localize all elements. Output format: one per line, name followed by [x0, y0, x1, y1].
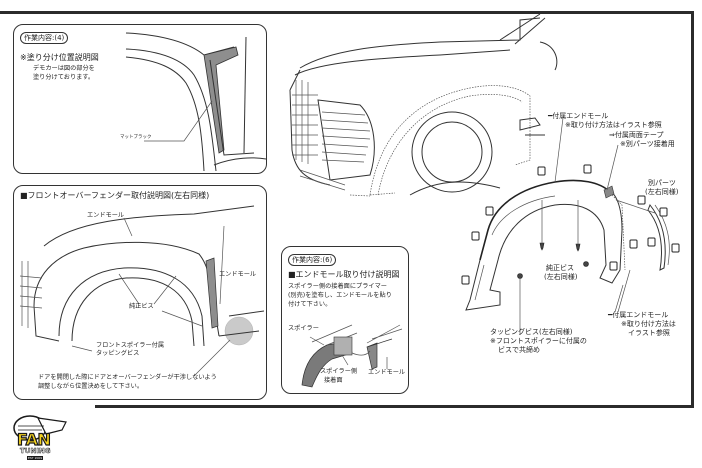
tapping-screw-note-2: ビスで共締め: [498, 346, 540, 354]
separate-part: [647, 204, 666, 271]
end-mold-top-note: ※取り付け方法はイラスト参照: [565, 121, 662, 129]
end-mold-desc-3: 付けて下さい。: [288, 301, 332, 308]
end-mold-desc-2: (別売)を塗布し、エンドモールを貼り: [288, 292, 392, 299]
end-mold-bottom-note-2: イラスト参照: [628, 329, 670, 337]
frame-top-border: [0, 11, 694, 14]
paint-position-panel: 作業内容:(4) ※塗り分け位置説明図 デモカーは図の部分を 塗り分けております…: [13, 24, 267, 174]
end-mold-install-title: ■エンドモール取り付け説明図: [288, 270, 400, 279]
end-mold-label: エンドモール: [368, 369, 406, 376]
end-mold-illustration: [301, 324, 403, 388]
fender-clips: [461, 164, 680, 285]
genuine-screw-label: 純正ビス: [546, 264, 574, 272]
double-sided-tape-label: ⇒付属両面テープ: [609, 131, 664, 139]
screws: [517, 242, 589, 279]
end-mold-bottom-note: ※取り付け方法は: [621, 320, 676, 328]
end-mold-right-callout: エンドモール: [219, 271, 257, 278]
tapping-screw-callout-2: タッピングビス: [96, 350, 140, 357]
frame-right-border: [691, 11, 694, 408]
spoiler-side-label-1: スポイラー側: [320, 368, 358, 375]
paint-position-title: ※塗り分け位置説明図: [20, 53, 99, 62]
paint-position-desc-2: 塗り分けております。: [33, 74, 95, 81]
tapping-screw-note: ※フロントスポイラーに付属の: [490, 337, 587, 345]
front-fender-illustration: [19, 205, 265, 377]
front-fender-title: ■フロントオーバーフェンダー取付説明図(左右同様): [20, 191, 210, 200]
front-over-fender-panel: ■フロントオーバーフェンダー取付説明図(左右同様) エンドモール エンドモール …: [13, 185, 267, 400]
logo-tuning-text: TUNING: [20, 447, 51, 455]
genuine-screw-note: (左右同様): [544, 273, 578, 281]
tapping-screw-label: タッピングビス(左右同様): [490, 328, 573, 336]
grille-drawing: [292, 80, 375, 191]
double-sided-tape-note: ※別パーツ接着用: [620, 140, 675, 148]
paint-position-desc-1: デモカーは図の部分を: [33, 65, 95, 72]
matte-black-callout: マットブラック: [120, 135, 152, 140]
work-step-tag-6: 作業内容:(6): [288, 254, 337, 266]
frame-bottom-border: [95, 405, 694, 408]
end-mold-desc-1: スポイラー側の接着面にプライマー: [288, 283, 387, 290]
genuine-screw-callout: 純正ビス: [129, 303, 154, 310]
over-fender-part: [465, 179, 626, 311]
separate-part-label: 別パーツ: [648, 179, 676, 187]
end-mold-bottom-label: ━付属エンドモール: [608, 311, 669, 319]
end-mold-install-panel: 作業内容:(6) ■エンドモール取り付け説明図 スポイラー側の接着面にプライマー…: [281, 246, 409, 394]
separate-part-note: (左右同様): [645, 188, 679, 196]
paint-position-illustration: [125, 32, 267, 172]
logo-fan-icon: [13, 415, 67, 441]
door-note-2: 調整しながら位置決めをして下さい。: [38, 383, 144, 390]
logo-fan-text: FAN: [16, 430, 51, 449]
logo-est-text: EST 2009: [27, 456, 44, 460]
fan-tuning-logo: FAN TUNING EST 2009: [8, 412, 68, 464]
work-step-tag-4: 作業内容:(4): [20, 32, 69, 44]
end-mold-top-label: ━付属エンドモール: [548, 112, 609, 120]
door-note-1: ドアを開閉した際にドアとオーバーフェンダーが干渉しないよう: [38, 374, 217, 381]
end-mold-top-callout: エンドモール: [87, 212, 125, 219]
spoiler-side-label-2: 接着面: [324, 377, 343, 384]
spoiler-label: スポイラー: [288, 325, 319, 332]
tapping-screw-callout-1: フロントスポイラー付属: [96, 342, 165, 349]
